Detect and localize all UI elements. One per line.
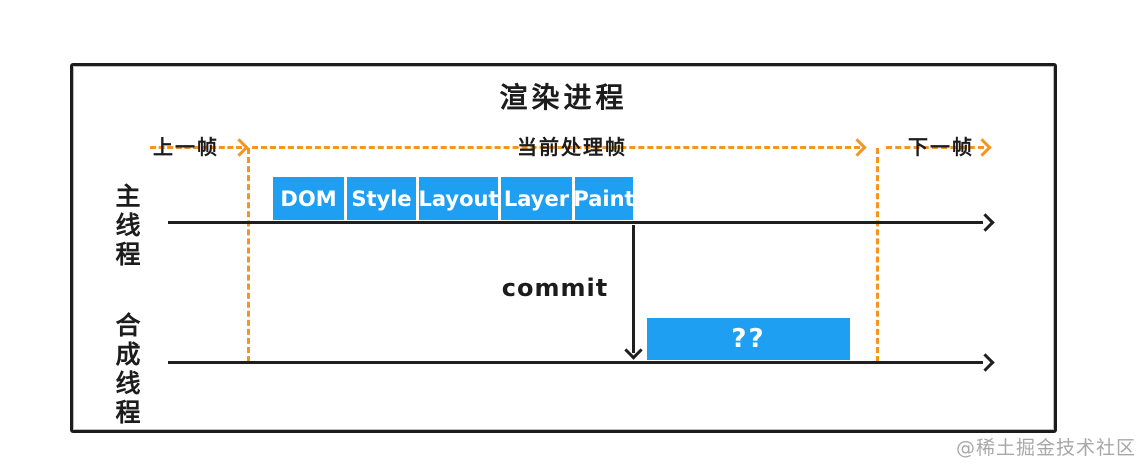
diagram-title: 渲染进程 [499,81,628,114]
diagram-border [70,63,1057,433]
main-thread-line [168,221,983,224]
next-frame-label: 下一帧 [908,135,974,159]
stage-box-paint: Paint [573,177,635,220]
main-thread-label: 主线程 [112,183,141,270]
next-frame-dash-line [886,146,984,149]
stage-box-dom: DOM [273,177,344,220]
current-frame-dash-line [252,146,860,149]
pipeline-stages: DOM Style Layout Layer Paint [273,177,635,220]
previous-frame-dash-line [150,146,242,149]
compositor-thread-line [168,361,983,364]
commit-arrow-line [632,225,635,353]
compositor-thread-label: 合成线程 [112,312,141,428]
frame-boundary-right-dash [876,148,879,362]
stage-box-layer: Layer [501,177,572,220]
current-frame-label: 当前处理帧 [517,135,627,159]
previous-frame-label: 上一帧 [153,135,219,159]
compositor-task-box: ?? [647,318,850,360]
stage-box-style: Style [347,177,416,220]
watermark: @稀土掘金技术社区 [956,437,1137,459]
stage-box-layout: Layout [419,177,499,220]
frame-boundary-left-dash [247,148,250,362]
commit-label: commit [501,274,609,302]
